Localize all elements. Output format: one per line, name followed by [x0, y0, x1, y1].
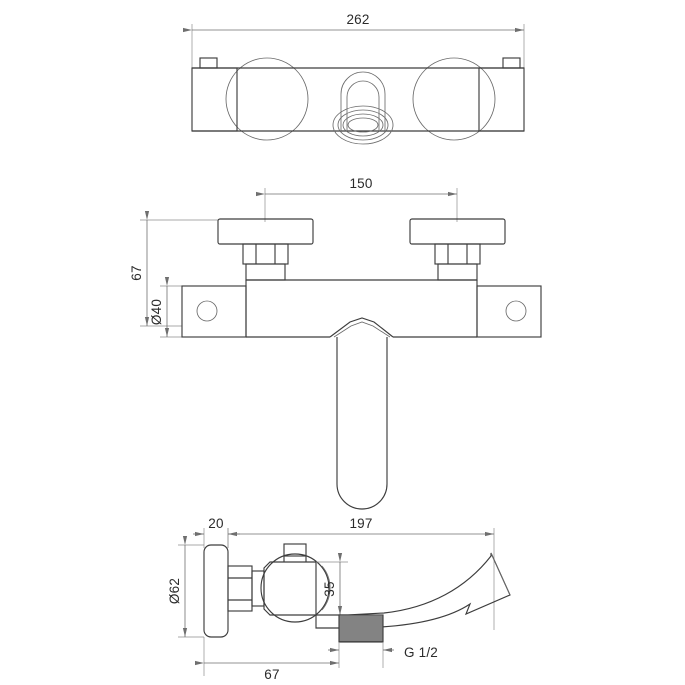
top-right-tab — [502, 57, 521, 69]
top-left-handle-circle — [225, 57, 309, 141]
top-left-tab — [199, 57, 218, 69]
top-spout-boss-outer — [340, 71, 386, 131]
top-outlet-ring-4 — [347, 117, 379, 133]
dim-label-20: 20 — [208, 516, 223, 531]
side-handle-knob — [260, 553, 330, 623]
top-spout-boss-inner — [346, 80, 380, 131]
top-outlet-ring-1 — [332, 105, 394, 145]
dim-label-d62: Ø62 — [167, 578, 182, 604]
front-right-wall-plate — [476, 285, 542, 338]
front-view: 150 67 Ø40 — [129, 176, 542, 510]
top-view: 262 — [183, 12, 525, 145]
side-handle-tab — [283, 543, 307, 557]
side-handle-knob-edge — [321, 565, 331, 611]
front-spout-shoulder — [329, 317, 394, 338]
side-view: 20 197 Ø62 35 — [167, 516, 511, 682]
dim-label-67-height: 67 — [129, 265, 144, 280]
front-left-wall-plate — [181, 285, 247, 338]
dim-label-197: 197 — [349, 516, 372, 531]
top-outlet-ring-3 — [342, 113, 384, 137]
side-spout-tip-edge — [490, 552, 511, 596]
side-thread-connector — [338, 614, 384, 643]
top-right-handle-circle — [412, 57, 496, 141]
front-spout-shoulder-inner — [333, 321, 391, 338]
dim-label-262: 262 — [346, 12, 369, 27]
dim-label-thread: G 1/2 — [404, 645, 438, 660]
top-outlet-ring-2 — [337, 109, 389, 141]
front-spout-body — [336, 337, 388, 510]
front-left-plate-hole — [196, 300, 218, 322]
dim-label-67-offset: 67 — [264, 667, 279, 682]
top-right-endcap — [478, 67, 525, 132]
dim-label-d40: Ø40 — [149, 299, 164, 325]
front-right-plate-hole — [505, 300, 527, 322]
dim-label-35: 35 — [322, 581, 337, 596]
dim-label-150: 150 — [349, 176, 372, 191]
